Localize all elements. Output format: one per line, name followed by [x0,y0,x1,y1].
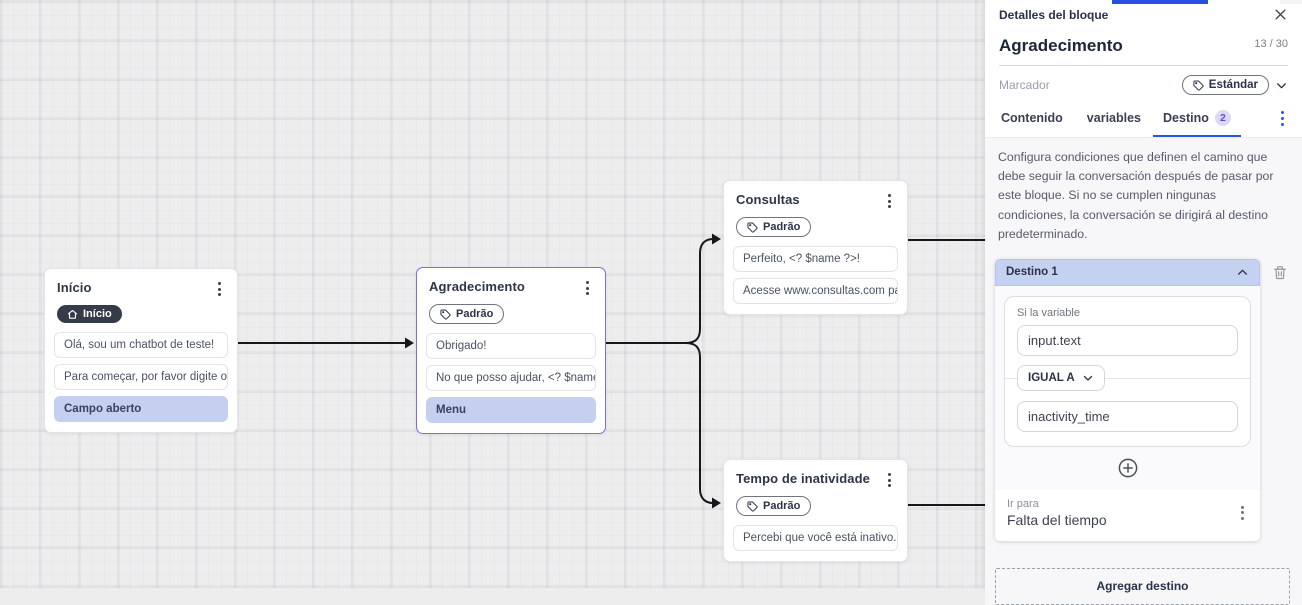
kebab-menu-icon[interactable] [582,279,593,297]
marker-label: Marcador [999,78,1050,92]
node-message[interactable]: Acesse www.consultas.com par... [733,278,898,304]
go-to-kebab-menu-icon[interactable] [1237,504,1248,522]
node-message[interactable]: Obrigado! [426,333,596,359]
flow-node-consultas[interactable]: Consultas Padrão Perfeito, <? $name ?>! … [723,180,908,315]
block-type-badge: Padrão [736,496,812,516]
node-message[interactable]: Perfeito, <? $name ?>! [733,246,898,272]
add-destination-button[interactable]: Agregar destino [995,567,1290,605]
go-to-value: Falta del tiempo [1007,511,1107,528]
node-message[interactable]: No que posso ajudar, <? $name ... [426,365,596,391]
tag-icon [747,222,758,233]
chevron-down-icon [1083,375,1092,381]
destination-card-header[interactable]: Destino 1 [995,258,1260,286]
kebab-menu-icon[interactable] [884,471,895,489]
badge-label: Padrão [763,221,801,233]
trash-icon[interactable] [1272,264,1288,286]
block-type-badge: Início [57,305,122,323]
badge-label: Padrão [763,500,801,512]
home-icon [67,309,78,319]
operator-select[interactable]: IGUAL A [1017,364,1105,391]
chevron-down-icon[interactable] [1275,79,1288,92]
node-message[interactable]: Olá, sou um chatbot de teste! [54,332,228,358]
add-condition-button[interactable] [995,447,1260,490]
node-title: Tempo de inatividade [736,471,870,486]
badge-label: Padrão [456,308,494,320]
condition-label: Si la variable [1017,306,1080,319]
badge-label: Início [83,308,112,320]
tab-destino-label: Destino [1163,111,1209,125]
variable-input[interactable] [1017,324,1238,356]
node-message[interactable]: Para começar, por favor digite o ... [54,364,228,390]
destination-description: Configura condiciones que definen el cam… [998,150,1274,241]
chevron-up-icon[interactable] [1236,266,1249,279]
node-title: Agradecimento [429,279,525,294]
tab-contenido[interactable]: Contenido [1001,111,1063,125]
flow-node-tempo-inatividade[interactable]: Tempo de inatividade Padrão Percebi que … [723,459,908,562]
block-type-badge: Padrão [429,304,505,324]
node-title: Consultas [736,192,800,207]
destination-card: Destino 1 Si la variable IGUAL A [995,258,1260,541]
tab-variables[interactable]: variables [1086,111,1142,125]
kebab-menu-icon[interactable] [214,280,225,298]
tag-icon [440,309,451,320]
flow-node-agradecimento[interactable]: Agradecimento Padrão Obrigado! No que po… [416,267,606,434]
tag-icon [1193,80,1204,91]
char-counter: 13 / 30 [1254,38,1288,50]
block-details-panel: Detalles del bloque Agradecimento 13 / 3… [985,0,1302,605]
tab-destino-count-badge: 2 [1214,110,1231,126]
kebab-menu-icon[interactable] [884,192,895,210]
tabs-kebab-menu-icon[interactable] [1277,109,1289,129]
tag-icon [747,501,758,512]
node-message[interactable]: Percebi que você está inativo. C... [733,525,898,551]
node-title: Início [57,280,92,295]
flow-canvas[interactable]: Início Início Olá, sou um chatbot de tes… [0,0,985,588]
marker-select[interactable]: Estándar [1181,75,1269,95]
node-menu-field[interactable]: Menu [426,397,596,423]
close-icon[interactable] [1273,7,1288,22]
tab-destino[interactable]: Destino 2 [1153,106,1241,137]
block-type-badge: Padrão [736,217,812,237]
plus-circle-icon [1118,458,1137,478]
block-name-field[interactable]: Agradecimento [999,36,1123,55]
flow-node-inicio[interactable]: Início Início Olá, sou um chatbot de tes… [44,268,238,433]
panel-title: Detalles del bloque [999,7,1109,22]
condition-box: Si la variable IGUAL A [1004,295,1251,447]
node-open-field[interactable]: Campo aberto [54,396,228,422]
operator-value: IGUAL A [1028,371,1075,384]
comparison-value-input[interactable] [1017,400,1238,432]
marker-value: Estándar [1208,79,1258,91]
destination-card-title: Destino 1 [1006,266,1058,279]
go-to-label: Ir para [1007,497,1039,510]
